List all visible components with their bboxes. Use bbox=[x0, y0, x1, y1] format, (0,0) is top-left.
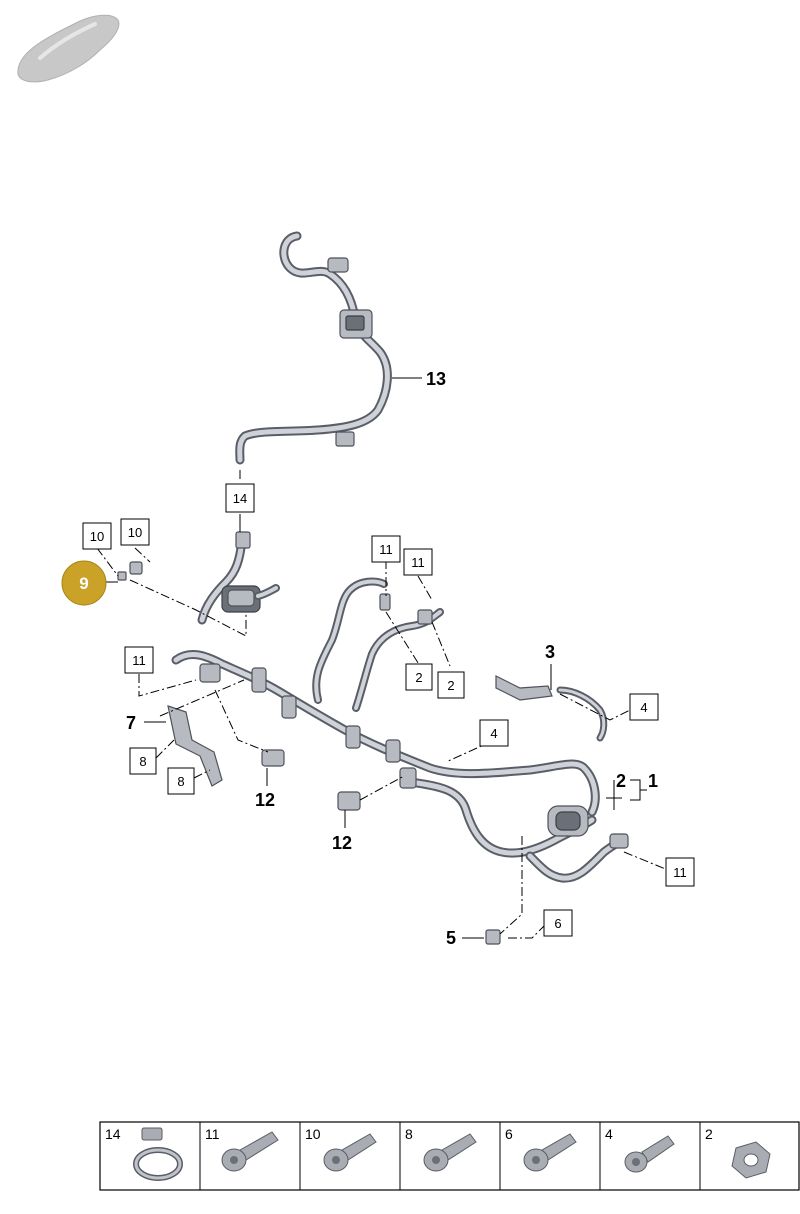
bolt-icon bbox=[323, 1133, 377, 1172]
svg-text:11: 11 bbox=[205, 1126, 220, 1142]
legend-cell-2: 2 bbox=[705, 1126, 771, 1179]
callout-7: 7 bbox=[126, 713, 136, 733]
callout-box-6: 6 bbox=[543, 909, 573, 937]
callout-12-center: 12 bbox=[332, 833, 352, 853]
callout-5: 5 bbox=[446, 928, 456, 948]
callout-box-10-left: 10 bbox=[82, 522, 112, 550]
svg-text:10: 10 bbox=[90, 529, 104, 544]
callout-2-bold: 2 bbox=[616, 771, 626, 791]
callout-box-8-bottom: 8 bbox=[167, 767, 195, 795]
callout-box-2-right: 2 bbox=[437, 671, 465, 699]
svg-text:8: 8 bbox=[405, 1126, 413, 1142]
callout-3: 3 bbox=[545, 642, 555, 662]
bolt-icon bbox=[221, 1131, 279, 1172]
svg-text:8: 8 bbox=[177, 774, 184, 789]
callout-box-2-left: 2 bbox=[405, 663, 433, 691]
callout-13: 13 bbox=[426, 369, 446, 389]
hardware-legend: 14 11 10 8 bbox=[99, 1121, 800, 1191]
bolt-icon bbox=[624, 1135, 675, 1173]
highlighted-callout-9[interactable]: 9 bbox=[61, 560, 107, 606]
svg-text:4: 4 bbox=[490, 726, 497, 741]
svg-text:2: 2 bbox=[705, 1126, 713, 1142]
bolt-icon bbox=[523, 1133, 577, 1172]
callout-box-11-top: 11 bbox=[371, 535, 401, 563]
legend-cell-11: 11 bbox=[205, 1126, 279, 1172]
callout-box-11-bottomright: 11 bbox=[665, 857, 695, 887]
svg-text:10: 10 bbox=[305, 1126, 321, 1142]
svg-text:4: 4 bbox=[605, 1126, 613, 1142]
callout-box-14: 14 bbox=[225, 483, 255, 513]
callout-box-4-right: 4 bbox=[629, 693, 659, 721]
svg-text:11: 11 bbox=[379, 542, 393, 557]
callout-1: 1 bbox=[648, 771, 658, 791]
svg-text:4: 4 bbox=[640, 700, 647, 715]
legend-cell-4: 4 bbox=[605, 1126, 675, 1173]
svg-text:2: 2 bbox=[415, 670, 422, 685]
callout-box-8-top: 8 bbox=[129, 747, 157, 775]
svg-text:14: 14 bbox=[233, 491, 247, 506]
callout-box-4-middle: 4 bbox=[479, 719, 509, 747]
callout-box-10-right: 10 bbox=[120, 518, 150, 546]
leader-lines bbox=[96, 377, 669, 939]
hex-nut-icon bbox=[731, 1141, 771, 1179]
bolt-icon bbox=[423, 1133, 477, 1172]
callout-box-11-topright: 11 bbox=[403, 548, 433, 576]
coolant-hose-assembly bbox=[117, 231, 629, 945]
legend-cell-6: 6 bbox=[505, 1126, 577, 1172]
legend-cell-10: 10 bbox=[305, 1126, 377, 1172]
svg-text:6: 6 bbox=[554, 916, 561, 931]
svg-text:11: 11 bbox=[411, 555, 425, 570]
car-silhouette-icon bbox=[17, 14, 120, 83]
svg-text:11: 11 bbox=[132, 653, 146, 668]
svg-text:2: 2 bbox=[447, 678, 454, 693]
svg-text:8: 8 bbox=[139, 754, 146, 769]
legend-cell-8: 8 bbox=[405, 1126, 477, 1172]
hose-clamp-icon bbox=[133, 1127, 183, 1181]
svg-text:11: 11 bbox=[673, 865, 687, 880]
svg-text:10: 10 bbox=[128, 525, 142, 540]
callout-box-11-left: 11 bbox=[124, 646, 154, 674]
svg-text:9: 9 bbox=[79, 574, 88, 593]
legend-cell-14: 14 bbox=[105, 1126, 183, 1181]
svg-text:14: 14 bbox=[105, 1126, 121, 1142]
callout-12-left: 12 bbox=[255, 790, 275, 810]
svg-text:6: 6 bbox=[505, 1126, 513, 1142]
